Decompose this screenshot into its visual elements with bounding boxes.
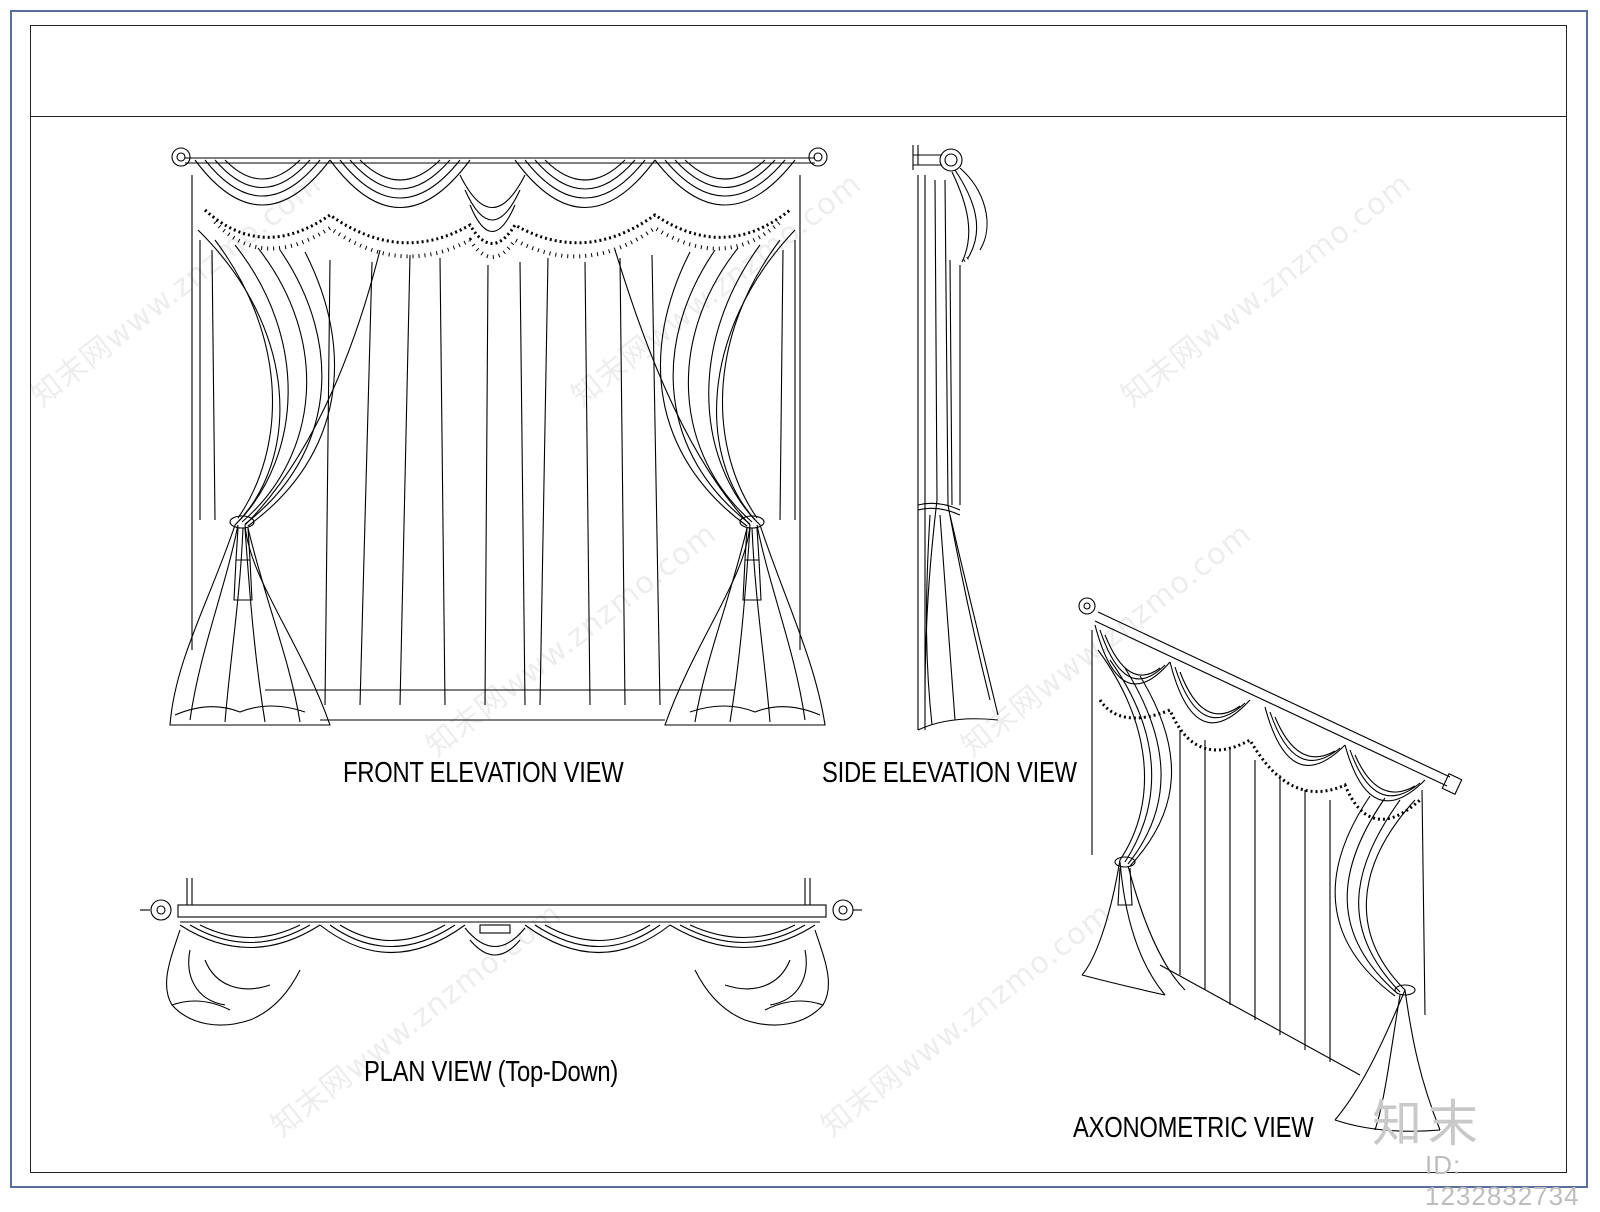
front-left-finial: [171, 147, 191, 167]
front-right-finial: [808, 147, 828, 167]
side-valance: [954, 169, 978, 259]
inner-border: [30, 25, 1567, 1173]
axo-left-finial: [1078, 597, 1096, 615]
axo-left-tieback: [1114, 856, 1136, 868]
plan-rod: [177, 904, 827, 918]
title-band-divider: [30, 116, 1567, 117]
axo-rod: [1097, 611, 1451, 778]
side-elevation-label: SIDE ELEVATION VIEW: [822, 757, 1077, 789]
plan-valance-swags: [179, 924, 816, 956]
axo-right-finial: [1441, 773, 1463, 795]
front-elevation-drawing: [169, 147, 828, 726]
side-rod-section: [939, 148, 963, 172]
axo-sheer-folds: [1159, 730, 1361, 1076]
plan-view-drawing: [140, 878, 862, 1026]
front-right-tieback: [739, 515, 765, 529]
plan-right-finial: [832, 899, 854, 921]
axonometric-drawing: [1078, 597, 1463, 1132]
front-elevation-label: FRONT ELEVATION VIEW: [343, 757, 624, 789]
front-sheer-folds: [324, 254, 661, 706]
axo-right-tieback: [1394, 984, 1416, 996]
brand-logo: 知末: [1372, 1095, 1484, 1153]
side-elevation-drawing: [912, 145, 999, 731]
axo-right-drape: [1334, 789, 1441, 1132]
axo-sheer-hem: [1159, 964, 1361, 1076]
axo-left-drape: [1081, 630, 1186, 996]
axonometric-view-label: AXONOMETRIC VIEW: [1073, 1112, 1314, 1144]
plan-drape-bunches: [165, 929, 830, 1026]
image-id: ID: 1232832734: [1425, 1150, 1580, 1211]
plan-left-finial: [150, 899, 172, 921]
outer-border: [10, 10, 1588, 1188]
front-right-drape: [614, 229, 826, 726]
axo-valance-swags: [1094, 624, 1426, 821]
front-left-drape: [169, 229, 381, 726]
plan-view-label: PLAN VIEW (Top-Down): [364, 1056, 619, 1088]
front-valance-swags: [194, 159, 796, 259]
front-left-tieback: [229, 515, 255, 529]
side-tieback: [917, 502, 961, 511]
